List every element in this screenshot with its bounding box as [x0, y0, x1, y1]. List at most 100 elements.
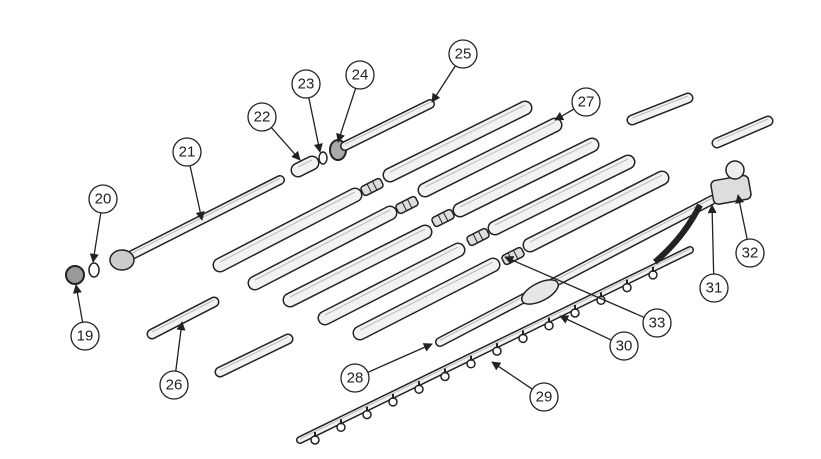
lance	[435, 195, 717, 347]
spray-bar-body	[297, 247, 693, 443]
leader-line-30	[559, 315, 612, 341]
extension-tube-body	[284, 226, 431, 306]
short-extension	[711, 115, 774, 149]
extension-tube-body	[319, 244, 464, 324]
leader-line-22	[270, 127, 301, 161]
extension-tube	[247, 205, 398, 291]
leader-line-21	[189, 165, 205, 221]
extension-tube	[352, 257, 501, 341]
extension-tube-shade	[529, 174, 663, 243]
extension-tube	[382, 100, 533, 183]
spray-nozzle	[544, 320, 554, 331]
short-extension-shade	[631, 95, 689, 119]
coupler	[360, 177, 384, 197]
lance-grip	[520, 279, 560, 305]
leader-line-28	[367, 343, 433, 373]
callout-circle-31	[699, 273, 729, 303]
extension-tube-shade	[359, 261, 494, 331]
extension-tube	[522, 170, 670, 253]
spray-nozzle	[414, 384, 424, 394]
spray-nozzle	[466, 359, 476, 369]
callout-circle-23	[291, 69, 321, 99]
callout-label-20: 20	[95, 191, 112, 208]
coupler-body	[395, 195, 419, 215]
callout-circle-32	[735, 238, 765, 268]
short-extension-shade	[716, 118, 769, 142]
hose	[653, 203, 703, 265]
extension-tube-shade	[289, 228, 426, 298]
leader-line-23	[308, 97, 323, 153]
callout-circle-19	[70, 321, 100, 351]
coupler	[501, 246, 525, 266]
gun-head	[710, 174, 752, 205]
leader-line-19	[72, 284, 84, 323]
coupler-groove	[437, 214, 444, 225]
short-extension	[146, 296, 220, 340]
extension-tube-shade	[254, 209, 391, 281]
callout-circle-28	[340, 363, 370, 393]
coupler-groove	[406, 198, 413, 209]
callout-label-27: 27	[578, 94, 595, 111]
spray-nozzle	[440, 371, 450, 382]
callout-circle-24	[345, 60, 375, 90]
o-ring	[88, 262, 100, 278]
callout-label-19: 19	[77, 328, 94, 345]
coupler-groove	[472, 233, 479, 244]
spray-nozzle	[622, 282, 632, 293]
short-extension-shade	[151, 299, 215, 333]
spray-nozzle	[570, 308, 580, 318]
leader-line-29	[491, 361, 533, 390]
extension-tube-body	[249, 207, 396, 289]
spray-bar	[296, 246, 694, 444]
callout-label-26: 26	[166, 377, 183, 394]
spray-bar-shade	[299, 248, 691, 440]
spray-nozzle	[492, 346, 502, 356]
callout-circle-22	[247, 102, 277, 132]
extension-tube-body	[454, 139, 598, 216]
extension-tube-shade	[324, 246, 459, 316]
short-extension-body	[148, 298, 218, 338]
leader-line-24	[336, 88, 357, 143]
callout-circle-20	[88, 184, 118, 214]
short-extension	[214, 333, 294, 378]
extension-tube-shade	[459, 141, 593, 208]
extension-tube	[452, 137, 600, 218]
spray-nozzle	[388, 397, 398, 407]
coupler-body	[360, 177, 384, 197]
extension-tube-body	[384, 102, 531, 181]
lance-body	[436, 196, 716, 346]
short-extension	[626, 92, 694, 126]
callout-label-23: 23	[298, 76, 315, 93]
callout-circle-30	[609, 331, 639, 361]
extension-tube-shade	[424, 121, 556, 188]
extension-tube	[487, 154, 636, 236]
short-extension-body	[713, 117, 772, 147]
spray-nozzle	[336, 422, 346, 433]
extension-tube-body	[354, 259, 499, 339]
coupler-groove	[442, 211, 449, 222]
adapter-tube	[340, 99, 435, 151]
short-extension-shade	[219, 336, 289, 371]
nut	[65, 265, 85, 285]
adapter-tube-shade	[344, 101, 431, 145]
callout-circle-21	[172, 137, 202, 167]
coupler-groove	[401, 201, 408, 212]
coupler-groove	[371, 180, 378, 191]
lance-shade	[439, 197, 713, 341]
extension-tube-body	[419, 119, 561, 196]
extension-tube	[212, 187, 363, 273]
callout-label-33: 33	[649, 315, 666, 332]
extension-tube-body	[524, 172, 668, 251]
gauge	[725, 160, 745, 180]
callout-circle-26	[159, 370, 189, 400]
coupler-body	[466, 227, 490, 247]
sleeve-body	[292, 157, 318, 176]
callout-label-25: 25	[455, 46, 472, 63]
sleeve-shade	[297, 159, 313, 168]
extension-tube-body	[489, 156, 634, 234]
extension-tube-shade	[219, 191, 356, 263]
spray-nozzle	[310, 435, 320, 445]
leader-line-25	[431, 65, 456, 103]
callout-label-21: 21	[179, 144, 196, 161]
extension-tube	[317, 242, 466, 326]
